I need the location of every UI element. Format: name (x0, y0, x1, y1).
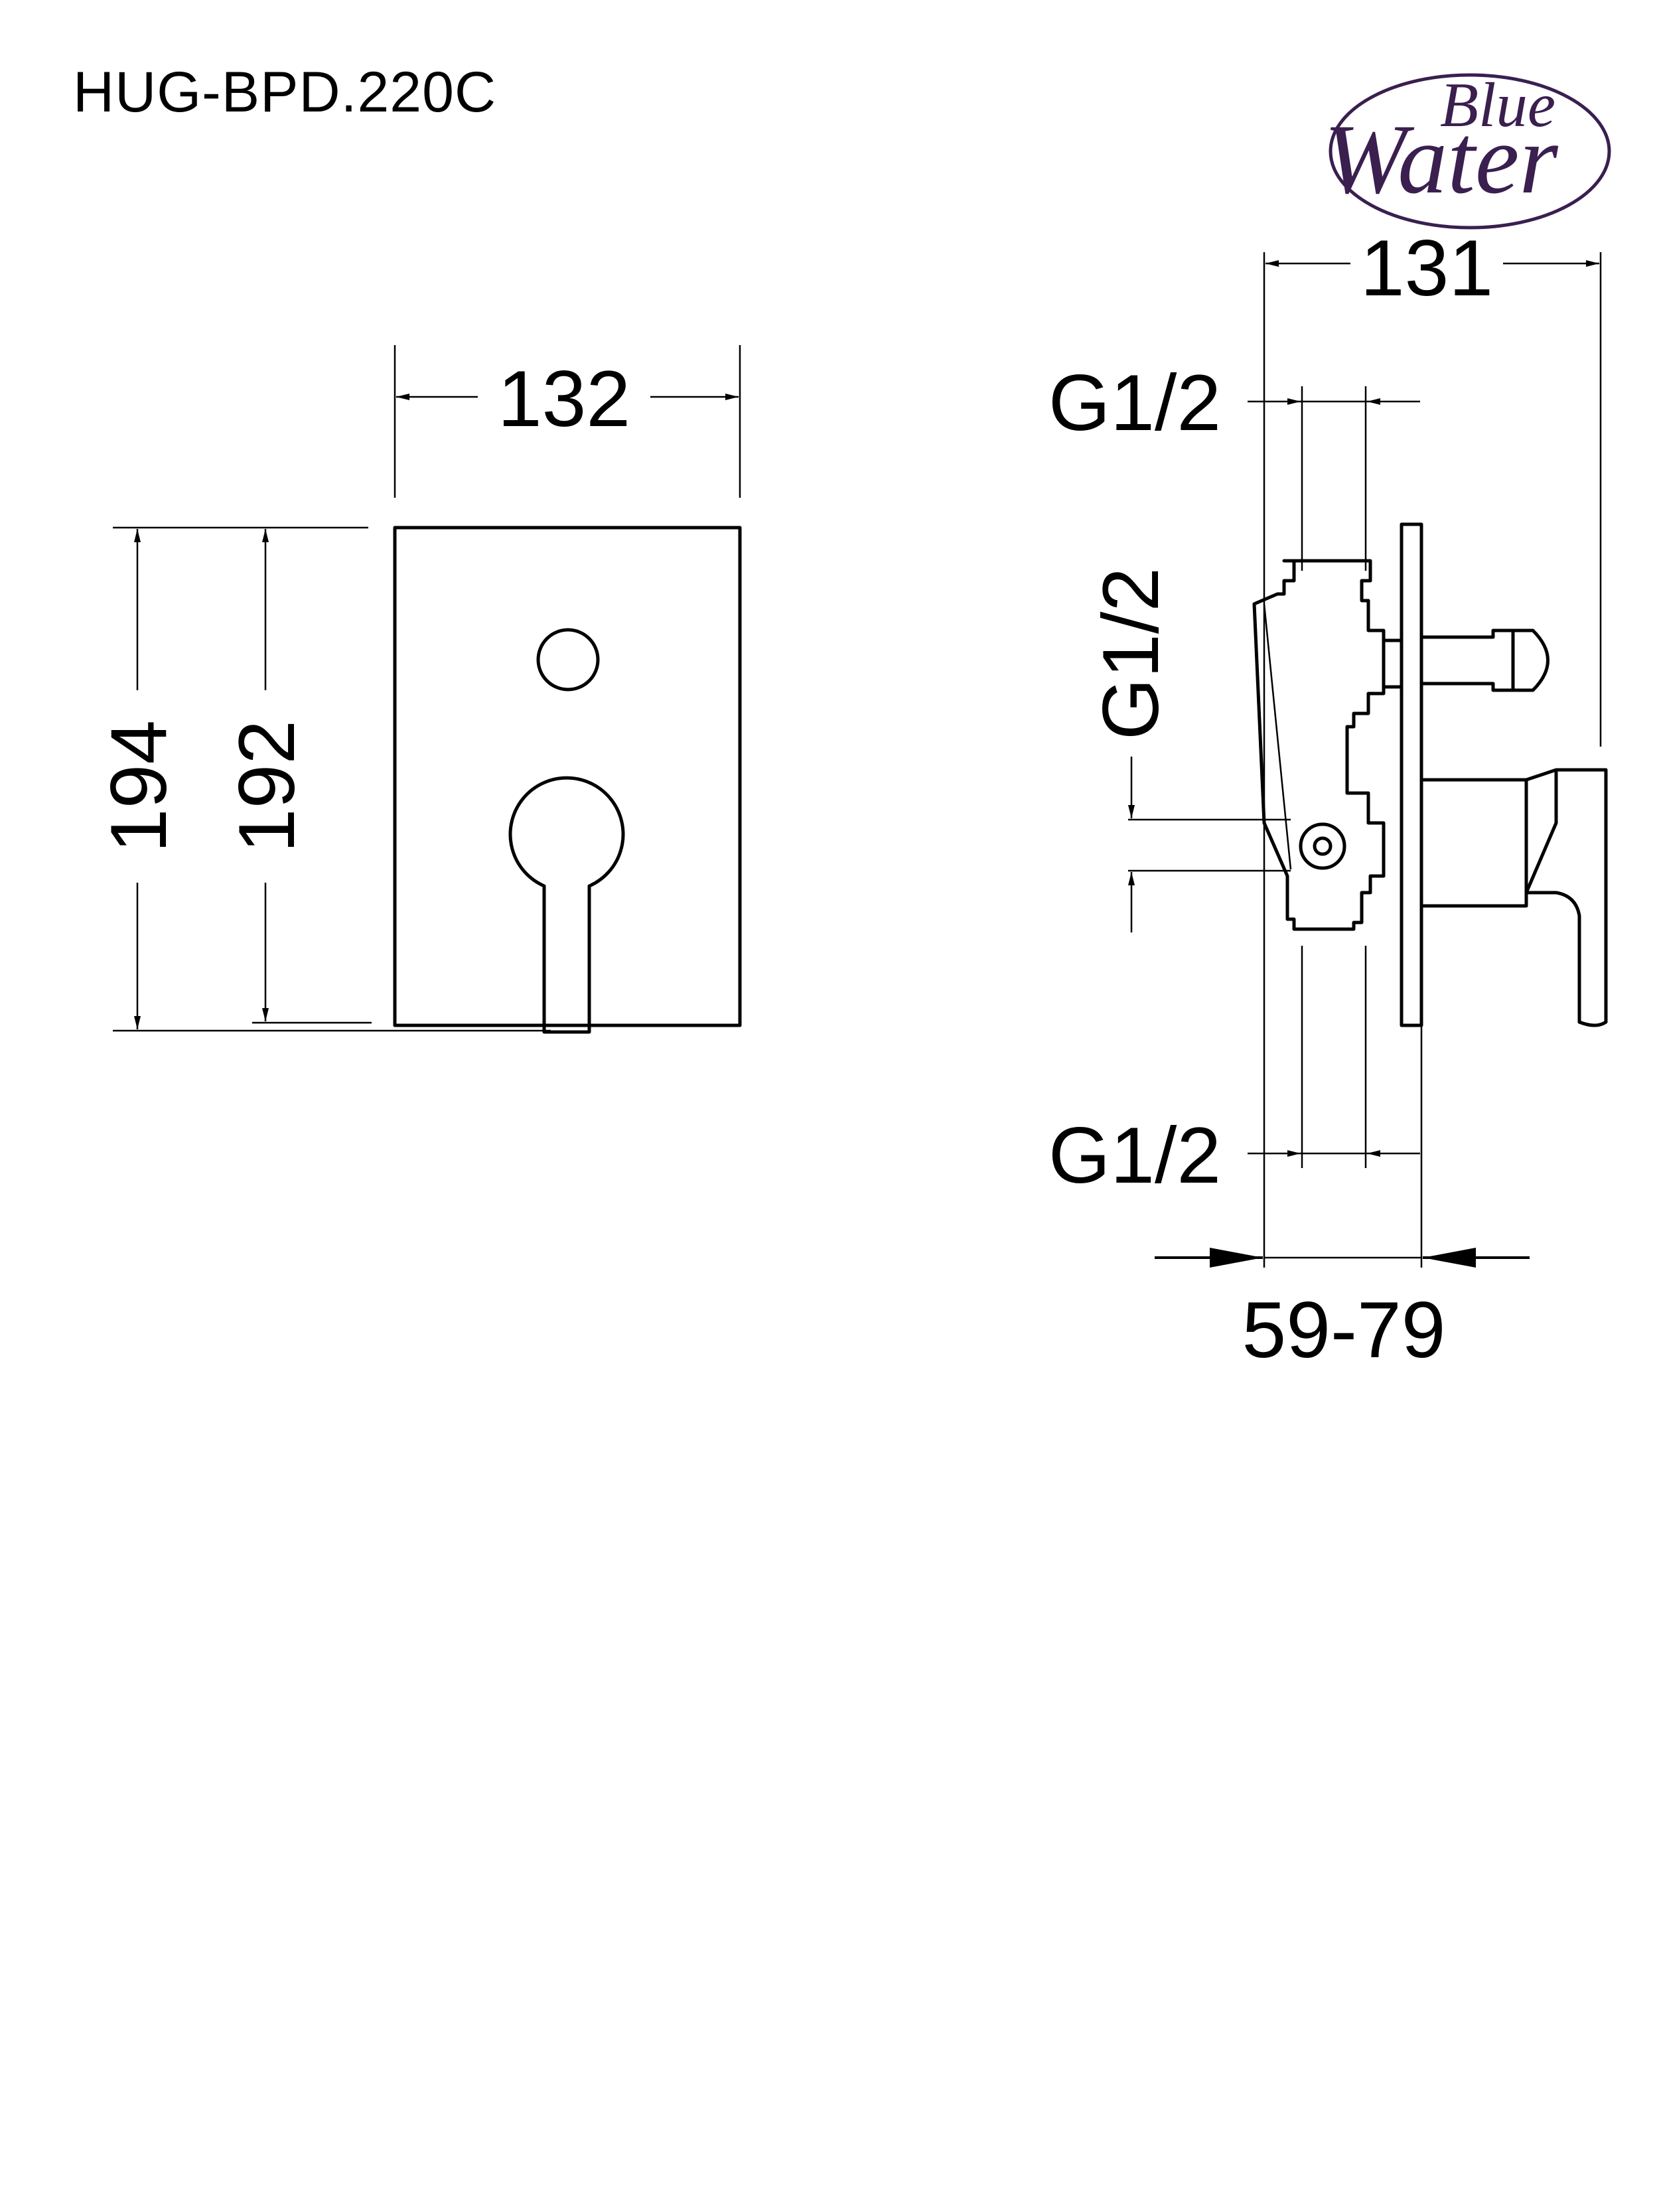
side-view: 131 G1/2 G1/2 G1/2 (1048, 224, 1608, 1374)
thread-side-label: G1/2 (1086, 567, 1175, 740)
wall-plate (1400, 522, 1423, 1027)
front-width-label: 132 (498, 354, 630, 443)
front-view: 132 194 192 (94, 345, 742, 1034)
diverter-knob (536, 628, 600, 692)
install-depth-label: 59-79 (1242, 1286, 1446, 1374)
thread-bottom-label: G1/2 (1048, 1111, 1221, 1200)
cover-plate (393, 526, 742, 1027)
logo-text-water: Water (1324, 104, 1558, 214)
brand-logo: Blue Water (1324, 70, 1611, 230)
valve-body (1252, 559, 1386, 931)
thread-top-label: G1/2 (1048, 358, 1221, 447)
side-depth-label: 131 (1360, 224, 1493, 313)
diverter-stem (1384, 628, 1550, 692)
logo-text-blue: Blue (1440, 70, 1555, 140)
model-code: HUG-BPD.220C (73, 60, 497, 124)
side-outlet (1299, 822, 1346, 870)
lever-handle (508, 776, 625, 1034)
side-outlet-inner (1313, 836, 1333, 856)
front-height-outer-label: 194 (94, 720, 183, 853)
lever-side (1421, 768, 1608, 1027)
logo-ellipse (1329, 73, 1611, 230)
front-height-inner-label: 192 (222, 720, 311, 853)
